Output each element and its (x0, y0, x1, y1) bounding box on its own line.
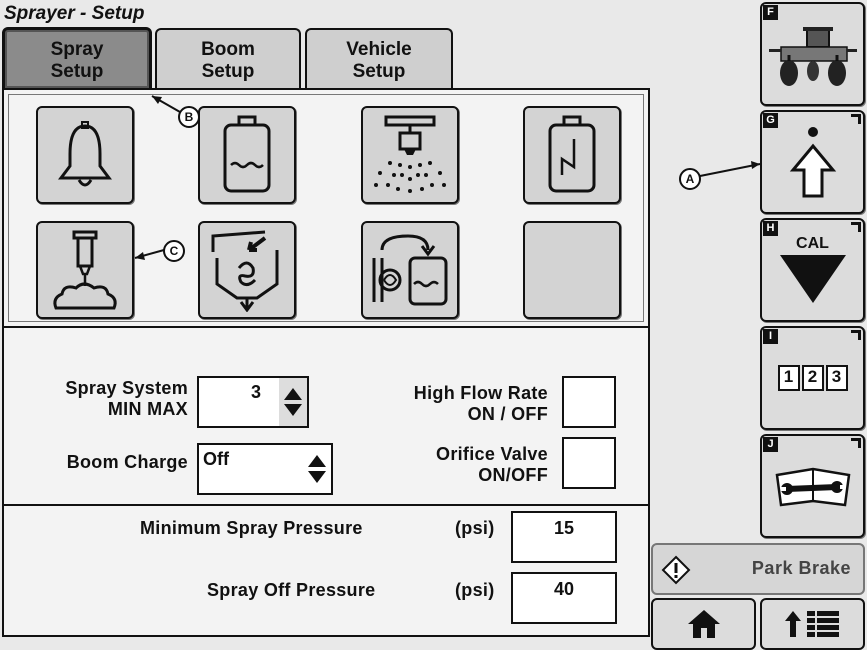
up-down-arrow-icon (308, 455, 326, 483)
callout-a: A (679, 168, 701, 190)
tab-vehicle-setup-line2: Setup (352, 61, 406, 82)
sprayer-vehicle-button[interactable]: F (760, 2, 865, 106)
alarm-button[interactable] (36, 106, 134, 204)
boom-charge-label: Boom Charge (66, 452, 188, 472)
softkey-letter-h: H (763, 221, 778, 236)
park-brake-label: Park Brake (751, 558, 851, 578)
softkey-letter-g: G (763, 113, 778, 128)
softkey-letter-i: I (763, 329, 778, 344)
section-divider-1 (4, 326, 648, 328)
high-flow-checkbox[interactable] (562, 376, 616, 428)
spray-system-stepper[interactable]: 3 (197, 376, 309, 428)
tab-vehicle-setup-line1: Vehicle (346, 39, 412, 60)
tab-spray-setup-line2: Setup (50, 61, 104, 82)
home-icon (687, 610, 720, 638)
tab-boom-setup-line2: Setup (201, 61, 255, 82)
tab-spray-setup-line1: Spray (50, 39, 104, 60)
home-position-button[interactable]: G (760, 110, 865, 214)
cal-label: CAL (796, 235, 829, 252)
select-arrows[interactable] (303, 445, 331, 493)
high-flow-label-line1: High Flow Rate (413, 383, 548, 403)
section-divider-2 (4, 504, 648, 506)
menu-up-button[interactable] (760, 598, 865, 650)
numbers-123-icon: 1 2 3 (777, 365, 848, 391)
up-arrow-dot-icon (789, 127, 836, 198)
softkey-letter-f: F (763, 5, 778, 20)
tank-flow-icon (548, 115, 596, 193)
hopper-agitator-button[interactable] (198, 221, 296, 319)
high-flow-label: High Flow Rate ON / OFF (350, 383, 548, 425)
pump-tank-icon (372, 234, 448, 306)
spray-off-pressure-label: Spray Off Pressure (207, 580, 376, 600)
orifice-valve-label-line1: Orifice Valve (436, 444, 548, 464)
tab-vehicle-setup[interactable]: Vehicle Setup (305, 28, 453, 90)
orifice-valve-checkbox[interactable] (562, 437, 616, 489)
cal-icon: CAL (778, 235, 848, 305)
nozzle-foam-icon (53, 230, 117, 310)
spray-nozzle-icon (374, 115, 446, 193)
orifice-valve-label: Orifice Valve ON/OFF (350, 444, 548, 486)
tank-level-button[interactable] (198, 106, 296, 204)
bell-icon (58, 121, 112, 187)
spray-system-value: 3 (250, 382, 261, 402)
callout-b: B (178, 106, 200, 128)
spray-system-label: Spray System MIN MAX (10, 378, 188, 420)
pump-tank-button[interactable] (361, 221, 459, 319)
number-box-1: 1 (777, 365, 800, 391)
min-spray-pressure-label: Minimum Spray Pressure (140, 518, 363, 538)
spray-off-pressure-input[interactable]: 40 (511, 572, 617, 624)
spray-system-label-line2: MIN MAX (107, 399, 188, 419)
warning-diamond-icon (661, 555, 691, 585)
stepper-arrows[interactable] (279, 378, 307, 426)
boom-charge-select[interactable]: Off (197, 443, 333, 495)
tank-flow-button[interactable] (523, 106, 621, 204)
spray-nozzle-button[interactable] (361, 106, 459, 204)
corner-indicator-icon (851, 114, 861, 124)
icon-section-frame (8, 94, 644, 322)
tab-boom-setup-line1: Boom (201, 39, 255, 60)
book-wrench-icon (775, 467, 850, 507)
high-flow-label-line2: ON / OFF (467, 404, 548, 424)
softkey-letter-j: J (763, 437, 778, 452)
min-spray-pressure-unit: (psi) (455, 518, 495, 538)
corner-indicator-icon (851, 330, 861, 340)
tab-boom-setup[interactable]: Boom Setup (155, 28, 301, 90)
hopper-agitator-icon (211, 230, 279, 312)
min-spray-pressure-input[interactable]: 15 (511, 511, 617, 563)
sprayer-vehicle-icon (768, 27, 857, 86)
boom-charge-value: Off (203, 449, 229, 469)
empty-slot-button[interactable] (523, 221, 621, 319)
home-button[interactable] (651, 598, 756, 650)
spray-system-label-line1: Spray System (65, 378, 188, 398)
sequence-button[interactable]: I 1 2 3 (760, 326, 865, 430)
number-box-3: 3 (825, 365, 848, 391)
down-triangle-icon (779, 255, 846, 303)
corner-indicator-icon (851, 222, 861, 232)
up-down-arrow-icon (284, 388, 302, 416)
tank-level-icon (223, 115, 271, 193)
service-manual-button[interactable]: J (760, 434, 865, 538)
number-box-2: 2 (801, 365, 824, 391)
orifice-valve-label-line2: ON/OFF (478, 465, 548, 485)
park-brake-indicator: Park Brake (651, 543, 865, 595)
calibration-button[interactable]: H CAL (760, 218, 865, 322)
window-title: Sprayer - Setup (4, 3, 145, 24)
spray-off-pressure-unit: (psi) (455, 580, 495, 600)
callout-c: C (163, 240, 185, 262)
foam-marker-button[interactable] (36, 221, 134, 319)
corner-indicator-icon (851, 438, 861, 448)
arrow-up-menu-icon (784, 611, 839, 637)
